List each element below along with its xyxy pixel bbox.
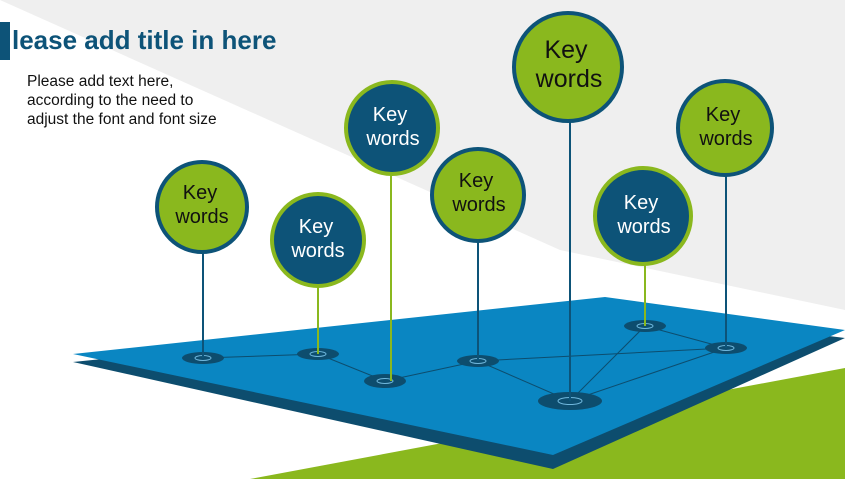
slide-title: lease add title in here [12, 25, 277, 55]
title-accent-bar [0, 22, 10, 60]
node-circle [430, 147, 526, 243]
node-circle [593, 166, 693, 266]
node-label-line1: Key [183, 182, 217, 204]
node-label-line2: words [698, 128, 752, 150]
node-label-line2: words [535, 65, 603, 93]
keyword-node-7: Key words [676, 79, 774, 348]
node-label-line2: words [174, 206, 228, 228]
keyword-node-4: Key words [430, 147, 526, 361]
node-label-line1: Key [459, 170, 493, 192]
slide-body-text: Please add text here, according to the n… [27, 72, 267, 129]
keyword-node-5: Key words [512, 11, 624, 401]
base-ring-3 [364, 374, 406, 388]
node-circle [270, 192, 366, 288]
platform-top [73, 297, 845, 455]
node-circle [344, 80, 440, 176]
keyword-node-1: Key words [155, 160, 249, 358]
body-text-line: Please add text here, [27, 73, 174, 90]
node-label-line2: words [451, 194, 505, 216]
body-text-line: adjust the font and font size [27, 111, 217, 128]
node-circle [676, 79, 774, 177]
keyword-node-6: Key words [593, 166, 693, 326]
node-circle [155, 160, 249, 254]
node-label-line2: words [290, 240, 344, 262]
keyword-node-3: Key words [344, 80, 440, 381]
body-text-line: according to the need to [27, 92, 194, 109]
node-label-line2: words [365, 128, 419, 150]
node-label-line1: Key [373, 104, 407, 126]
keyword-node-2: Key words [270, 192, 366, 354]
node-circle [512, 11, 624, 123]
node-label-line2: words [616, 216, 670, 238]
node-label-line1: Key [299, 216, 333, 238]
node-label-line1: Key [706, 104, 740, 126]
node-label-line1: Key [544, 36, 588, 64]
node-label-line1: Key [624, 192, 658, 214]
